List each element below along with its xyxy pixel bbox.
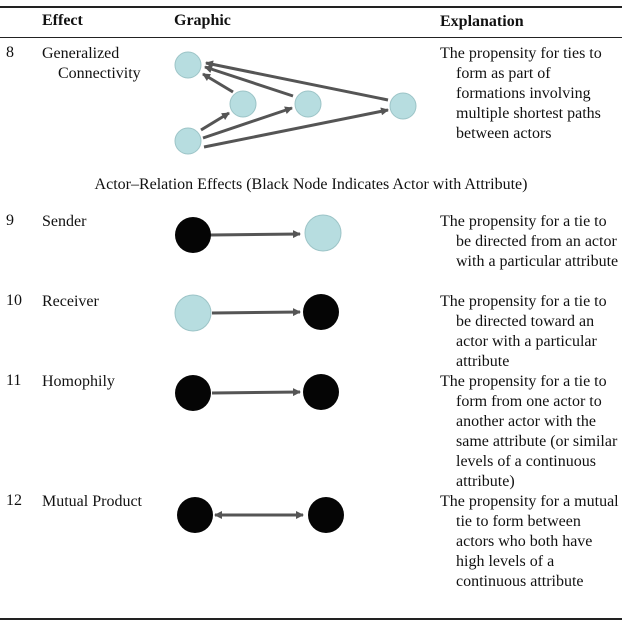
row-number: 12 [6,492,22,509]
effect-name: Homophily [42,373,115,390]
header-rule [0,37,622,38]
edge-arrow [205,60,389,102]
explanation-text: The propensity for a tie to be directed … [440,213,619,270]
header-explanation: Explanation [440,13,524,30]
effect-name: Generalized Connectivity [42,45,141,82]
explanation-text: The propensity for ties to form as part … [440,45,602,142]
node-light [294,90,322,118]
edge-arrow [211,308,301,317]
table-bottom-rule [0,618,622,620]
table-top-rule [0,6,622,8]
row-number: 10 [6,292,22,309]
edge-arrow [209,230,301,239]
row-number: 8 [6,44,14,61]
node-dark [177,497,213,533]
node-light [229,90,257,118]
row-number: 9 [6,212,14,229]
node-light [174,127,202,155]
edge-arrow [203,107,389,149]
edge-arrow [202,72,234,94]
header-effect: Effect [42,12,83,29]
edge-arrow [202,106,293,140]
effect-name: Mutual Product [42,493,142,510]
edge-arrow [211,388,301,397]
node-dark [303,294,339,330]
effect-name: Receiver [42,293,99,310]
row-number: 11 [6,372,22,389]
edge-arrow [204,65,294,98]
node-light [174,294,212,332]
node-dark [308,497,344,533]
section-title: Actor–Relation Effects (Black Node Indic… [94,176,528,193]
effect-name: Sender [42,213,87,230]
node-dark [303,374,339,410]
edge-arrow [200,111,230,132]
node-light [389,92,417,120]
explanation-text: The propensity for a mutual tie to form … [440,493,619,590]
node-light [174,51,202,79]
node-dark [175,217,211,253]
header-graphic: Graphic [174,12,231,29]
node-light [304,214,342,252]
explanation-text: The propensity for a tie to be directed … [440,293,607,370]
explanation-text: The propensity for a tie to form from on… [440,373,618,490]
node-dark [175,375,211,411]
